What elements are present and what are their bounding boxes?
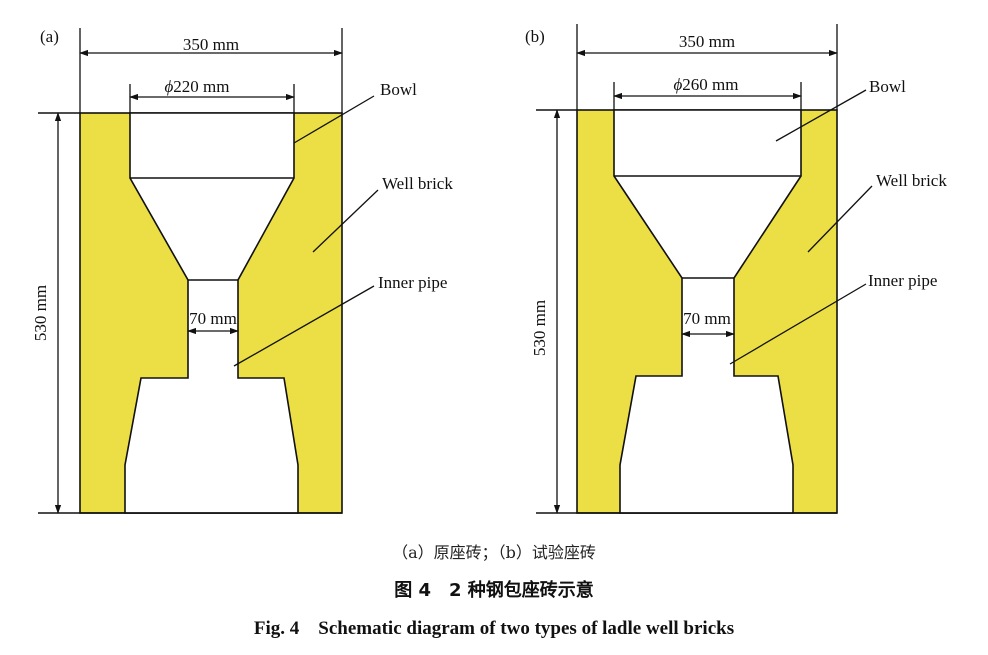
panel-b-brick-label: Well brick <box>876 171 947 190</box>
panel-b-bowl-dim-text: ϕ260 mm <box>673 75 738 94</box>
panel-b-pipe-leader <box>729 283 867 365</box>
panel-a-bowl-dim-text: ϕ220 mm <box>164 77 229 96</box>
panel-b-pipe-label: Inner pipe <box>868 271 937 290</box>
panel-b-phi-symbol: ϕ <box>673 75 682 94</box>
panel-b-bowl-label: Bowl <box>869 77 906 96</box>
panel-a-tag: (a) <box>40 27 59 46</box>
panel-a-pipe-dim: 70 mm <box>189 309 237 328</box>
panel-a-bowl-leader <box>293 95 375 144</box>
panel-b-bowl-leader <box>775 89 867 142</box>
panel-b: (b) 350 mm ϕ260 mm 70 mm 530 mm Bowl Wel… <box>525 24 947 514</box>
panel-b-bowl-dim: 260 mm <box>682 75 738 94</box>
caption-chinese: 图 4 2 种钢包座砖示意 <box>394 579 594 601</box>
panel-a: (a) 350 mm ϕ220 mm 70 mm 530 mm Bowl <box>31 27 453 514</box>
panel-a-pipe-leader <box>233 285 375 367</box>
panel-a-pipe-label: Inner pipe <box>378 273 447 292</box>
panel-a-height-dim: 530 mm <box>31 285 50 341</box>
panel-a-bowl-dim: 220 mm <box>173 77 229 96</box>
panel-a-width-dim: 350 mm <box>183 35 239 54</box>
panel-a-phi-symbol: ϕ <box>164 77 173 96</box>
panel-a-brick-label: Well brick <box>382 174 453 193</box>
caption-subpanels: （a）原座砖；（b）试验座砖 <box>392 543 596 562</box>
panel-b-width-dim: 350 mm <box>679 32 735 51</box>
panel-a-bowl-label: Bowl <box>380 80 417 99</box>
panel-b-tag: (b) <box>525 27 545 46</box>
caption-english: Fig. 4 Schematic diagram of two types of… <box>254 618 734 639</box>
panel-a-brick-leader <box>312 189 379 253</box>
panel-b-height-dim: 530 mm <box>530 300 549 356</box>
panel-b-brick-leader <box>807 185 873 253</box>
panel-b-pipe-dim: 70 mm <box>683 309 731 328</box>
